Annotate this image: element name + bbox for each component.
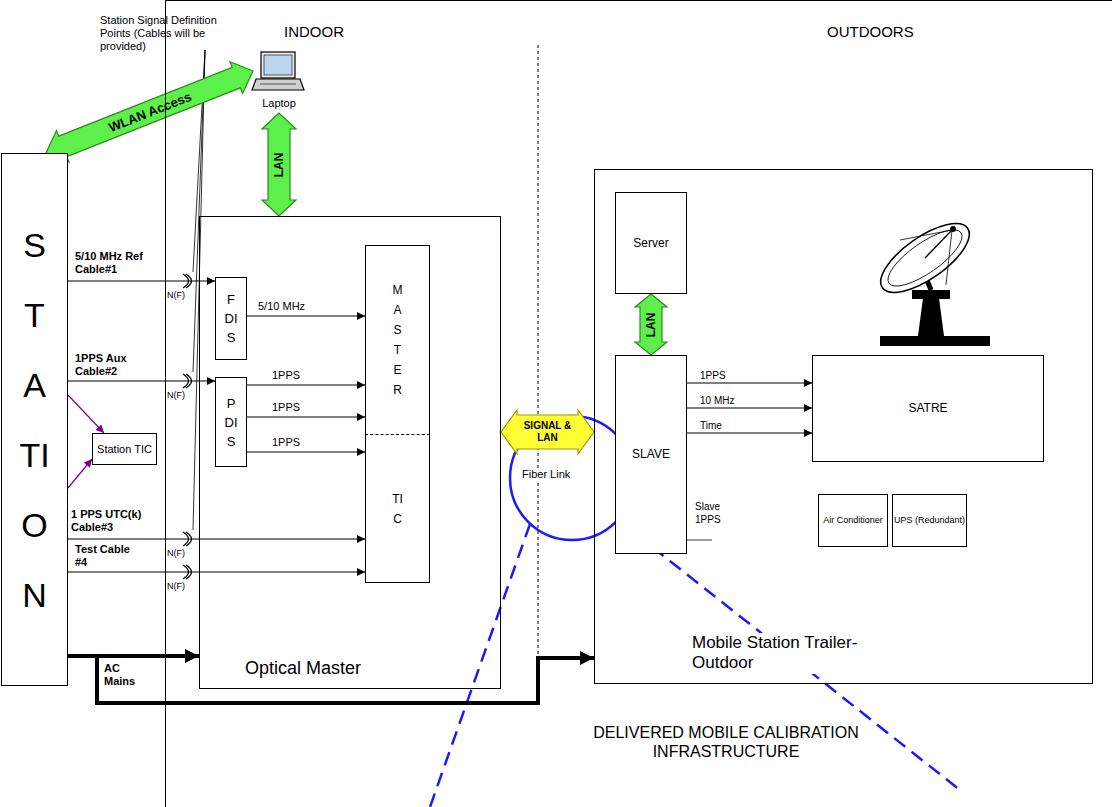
slave-box: SLAVE [615, 355, 687, 554]
node-text: STATION [18, 210, 52, 630]
signal-line [687, 382, 812, 383]
edge-label: 1PPS [272, 401, 300, 414]
laptop-node: Laptop [253, 51, 305, 113]
annotation-label: N(F) [167, 389, 185, 402]
node-text: SATRE [908, 401, 947, 415]
process-box: FDIS [215, 277, 247, 360]
signal-line [247, 384, 365, 385]
equipment-box: Air Conditioner [818, 494, 888, 547]
equipment-box: UPS (Redundant) [892, 494, 967, 547]
optical-master-box: Optical Master FDIS PDIS MASTER TIC [199, 216, 501, 689]
node-text: OUTDOORS [827, 23, 914, 41]
station-tic-box: Station TIC [92, 433, 157, 465]
station-box: STATION [1, 153, 68, 686]
signal-line [247, 416, 365, 417]
node-text: Air Conditioner [823, 515, 883, 526]
edge-label: WLAN Access [106, 89, 193, 135]
node-text: Laptop [253, 97, 305, 110]
edge-label: LAN [644, 312, 658, 337]
node-text: Optical Master [245, 658, 361, 680]
annotation-label: Station Signal Definition Points (Cables… [100, 14, 250, 53]
edge-label: 5/10 MHz Ref Cable#1 [75, 250, 150, 276]
signal-line [247, 315, 365, 316]
link-arrow [262, 113, 296, 216]
edge-label: 5/10 MHz [258, 300, 305, 313]
site-region: INDOOR OUTDOORS DELIVERED MOBILE CALIBRATI… [165, 0, 1112, 807]
master-box: MASTER [365, 245, 430, 434]
edge-label: Test Cable #4 [75, 543, 133, 569]
process-box: PDIS [215, 377, 247, 467]
edge-label: 1PPS [272, 436, 300, 449]
tic-box: TIC [365, 434, 430, 583]
edge-label: 1PPS Aux Cable#2 [75, 352, 150, 378]
annotation-label: N(F) [167, 547, 185, 560]
node-text: TIC [392, 489, 404, 529]
laptop-icon [252, 52, 304, 90]
node-text: SLAVE [632, 447, 670, 461]
annotation-label: Slave 1PPS [695, 500, 735, 526]
indoor-outdoor-divider [538, 45, 539, 655]
annotation-label: N(F) [167, 580, 185, 593]
edge-label: 10 MHz [700, 394, 734, 407]
node-text: Server [633, 236, 668, 250]
signal-line [687, 432, 812, 433]
signal-line [687, 407, 812, 408]
link-arrow [46, 62, 253, 162]
link-arrow [501, 410, 594, 454]
monitor-arrow [68, 395, 104, 433]
annotation-label: Fiber Link [522, 468, 570, 481]
node-text: DELIVERED MOBILE CALIBRATION INFRASTRUCT… [586, 723, 866, 761]
edge-label: AC Mains [104, 662, 149, 688]
signal-line [68, 538, 365, 539]
node-text: UPS (Redundant) [894, 515, 965, 526]
edge-label: 1PPS [700, 369, 726, 382]
edge-label: 1PPS [272, 369, 300, 382]
node-text: Station TIC [97, 443, 152, 456]
connector-symbols [183, 274, 192, 579]
zoom-line [430, 524, 530, 807]
annotation-label: N(F) [167, 289, 185, 302]
node-text: PDIS [225, 394, 238, 451]
node-text: Mobile Station Trailer-Outdoor [692, 633, 907, 674]
edge-label: LAN [272, 152, 286, 177]
node-text: MASTER [392, 280, 404, 400]
edge-label: 1 PPS UTC(k) Cable#3 [71, 508, 155, 534]
node-text: INDOOR [284, 23, 344, 41]
edge-label: Time [700, 419, 722, 432]
node-text: FDIS [225, 290, 238, 347]
signal-line [68, 380, 215, 381]
satellite-dish [870, 211, 990, 346]
monitor-arrow [68, 459, 92, 488]
edge-label: SIGNAL & LAN [517, 420, 579, 444]
signal-line [247, 451, 365, 452]
link-arrow [635, 294, 667, 355]
signal-line [68, 571, 365, 572]
server-box: Server [615, 192, 687, 294]
power-line [68, 656, 594, 703]
satre-box: SATRE [812, 355, 1044, 462]
trailer-box: Mobile Station Trailer-Outdoor ServerSLAV… [594, 169, 1093, 684]
signal-line [68, 280, 215, 281]
